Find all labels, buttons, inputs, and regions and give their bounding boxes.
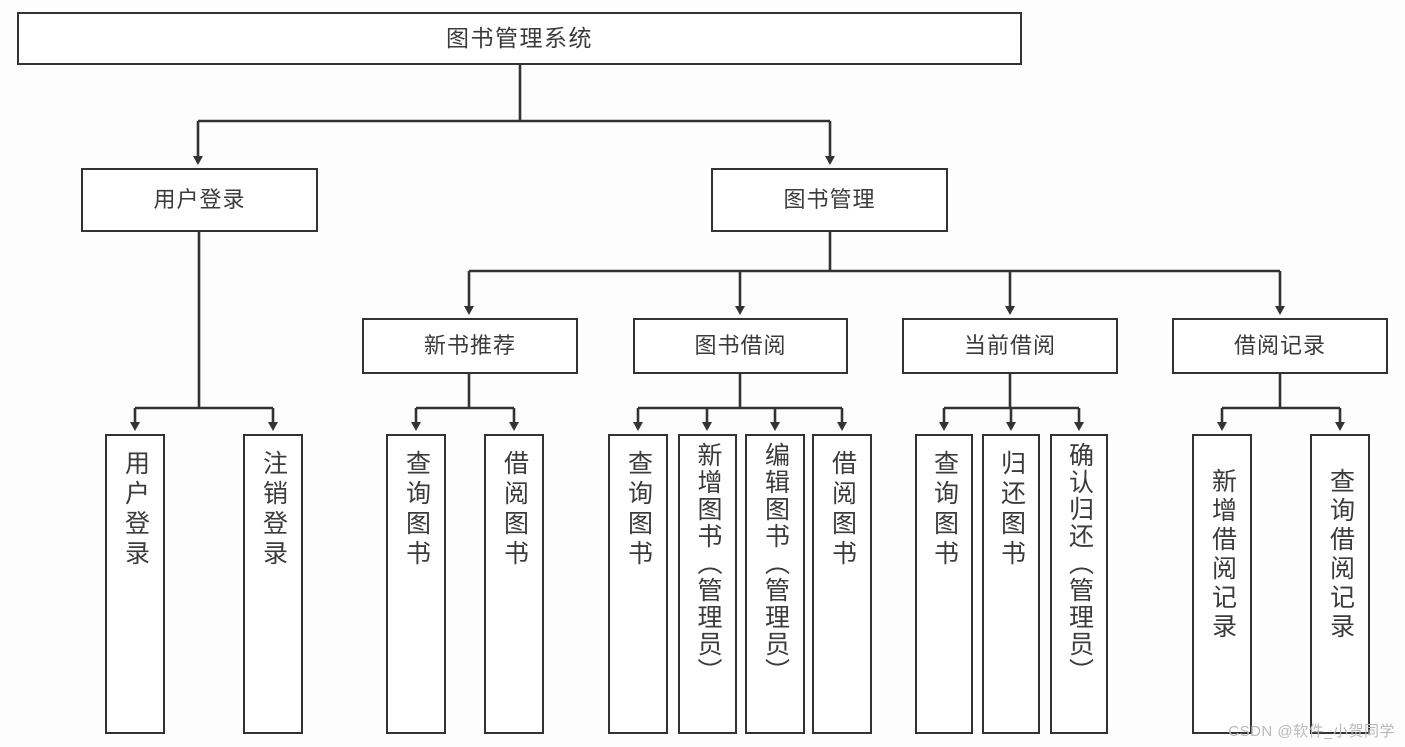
leaf-user-login[interactable]: 用户登录 (105, 434, 165, 734)
leaf-logout-label: 注销登录 (259, 450, 288, 570)
leaf-borrow-book-recommend[interactable]: 借阅图书 (484, 434, 544, 734)
leaf-return-book-label: 归还图书 (997, 450, 1026, 570)
node-new-book-recommend[interactable]: 新书推荐 (362, 318, 578, 374)
leaf-query-book-recommend-label: 查询图书 (402, 450, 431, 570)
leaf-add-borrow-record[interactable]: 新增借阅记录 (1192, 434, 1252, 734)
node-borrow-record-label: 借阅记录 (1233, 333, 1326, 359)
node-book-borrow[interactable]: 图书借阅 (633, 318, 848, 374)
leaf-query-book-borrow[interactable]: 查询图书 (608, 434, 668, 734)
leaf-user-login-label: 用户登录 (121, 450, 150, 570)
node-borrow-record[interactable]: 借阅记录 (1172, 318, 1388, 374)
leaf-query-borrow-record-label: 查询借阅记录 (1326, 468, 1355, 642)
leaf-borrow-book-recommend-label: 借阅图书 (500, 450, 529, 570)
node-book-management[interactable]: 图书管理 (711, 168, 948, 232)
node-book-management-label: 图书管理 (783, 187, 876, 213)
leaf-query-book-recommend[interactable]: 查询图书 (386, 434, 446, 734)
leaf-edit-book-admin[interactable]: 编辑图书（管理员） (745, 434, 805, 734)
leaf-borrow-book-label: 借阅图书 (828, 450, 857, 570)
leaf-confirm-return-admin-label: 确认归还（管理员） (1065, 442, 1094, 685)
leaf-query-borrow-record[interactable]: 查询借阅记录 (1310, 434, 1370, 734)
leaf-query-book-borrow-label: 查询图书 (624, 450, 653, 570)
leaf-add-book-admin[interactable]: 新增图书（管理员） (678, 434, 737, 734)
leaf-logout[interactable]: 注销登录 (243, 434, 303, 734)
leaf-query-book-current-label: 查询图书 (930, 450, 959, 570)
node-new-book-recommend-label: 新书推荐 (423, 333, 516, 359)
leaf-edit-book-admin-label: 编辑图书（管理员） (761, 442, 790, 685)
leaf-confirm-return-admin[interactable]: 确认归还（管理员） (1050, 434, 1108, 734)
leaf-add-book-admin-label: 新增图书（管理员） (694, 442, 722, 685)
leaf-query-book-current[interactable]: 查询图书 (915, 434, 973, 734)
node-book-borrow-label: 图书借阅 (694, 333, 787, 359)
leaf-add-borrow-record-label: 新增借阅记录 (1208, 468, 1237, 642)
node-root[interactable]: 图书管理系统 (17, 12, 1022, 65)
node-root-label: 图书管理系统 (446, 24, 593, 51)
node-user-login[interactable]: 用户登录 (81, 168, 318, 232)
leaf-return-book[interactable]: 归还图书 (982, 434, 1040, 734)
node-current-borrow[interactable]: 当前借阅 (902, 318, 1118, 374)
node-current-borrow-label: 当前借阅 (963, 333, 1056, 359)
node-user-login-label: 用户登录 (153, 187, 246, 213)
leaf-borrow-book[interactable]: 借阅图书 (812, 434, 872, 734)
csdn-watermark: CSDN @软件_小贺同学 (1228, 723, 1395, 740)
